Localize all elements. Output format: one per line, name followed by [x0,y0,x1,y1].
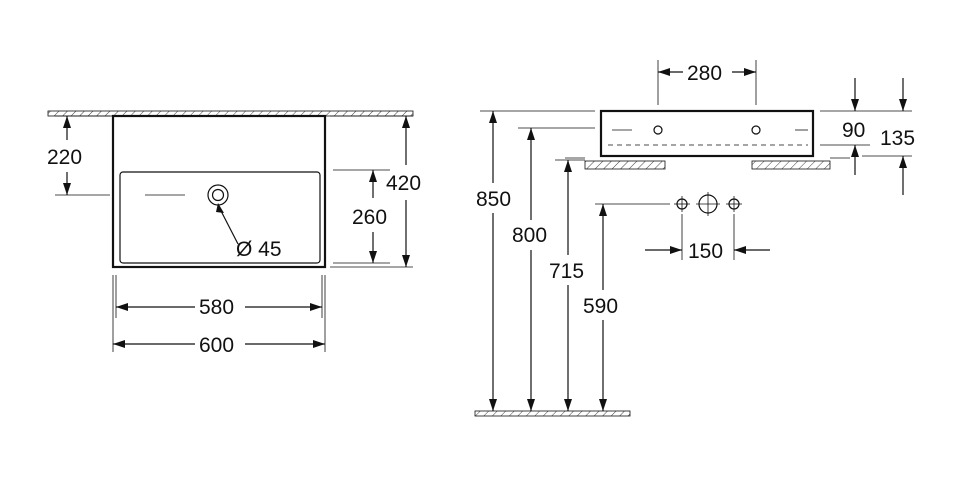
dim-715-label: 715 [549,260,584,283]
countertop-right [751,160,831,170]
dim-150-label: 150 [688,240,723,263]
tap-hole [207,184,229,206]
dim-420-label: 420 [386,172,421,195]
dim-90-label: 90 [842,119,865,142]
basin-side-profile [599,109,815,158]
dim-220-label: 220 [47,146,82,169]
side-view: 280 90 135 850 800 715 590 150 [474,60,915,417]
dim-850-label: 850 [476,188,511,211]
tap-hole-inner [211,188,225,202]
dim-135-label: 135 [880,127,915,150]
dim-800-label: 800 [512,224,547,247]
front-view: 220 420 260 Ø 45 580 600 [47,110,421,357]
supply-connections [674,192,742,216]
basin-inner-bowl [119,171,321,264]
basin-outline [111,114,327,269]
countertop-left [584,160,666,170]
dim-600-label: 600 [199,334,234,357]
dim-590-label: 590 [583,295,618,318]
dim-580-label: 580 [199,296,234,319]
floor-strip [474,410,631,417]
dim-260-label: 260 [352,206,387,229]
dim-280-label: 280 [687,62,722,85]
dim-hole-label: Ø 45 [236,238,282,261]
